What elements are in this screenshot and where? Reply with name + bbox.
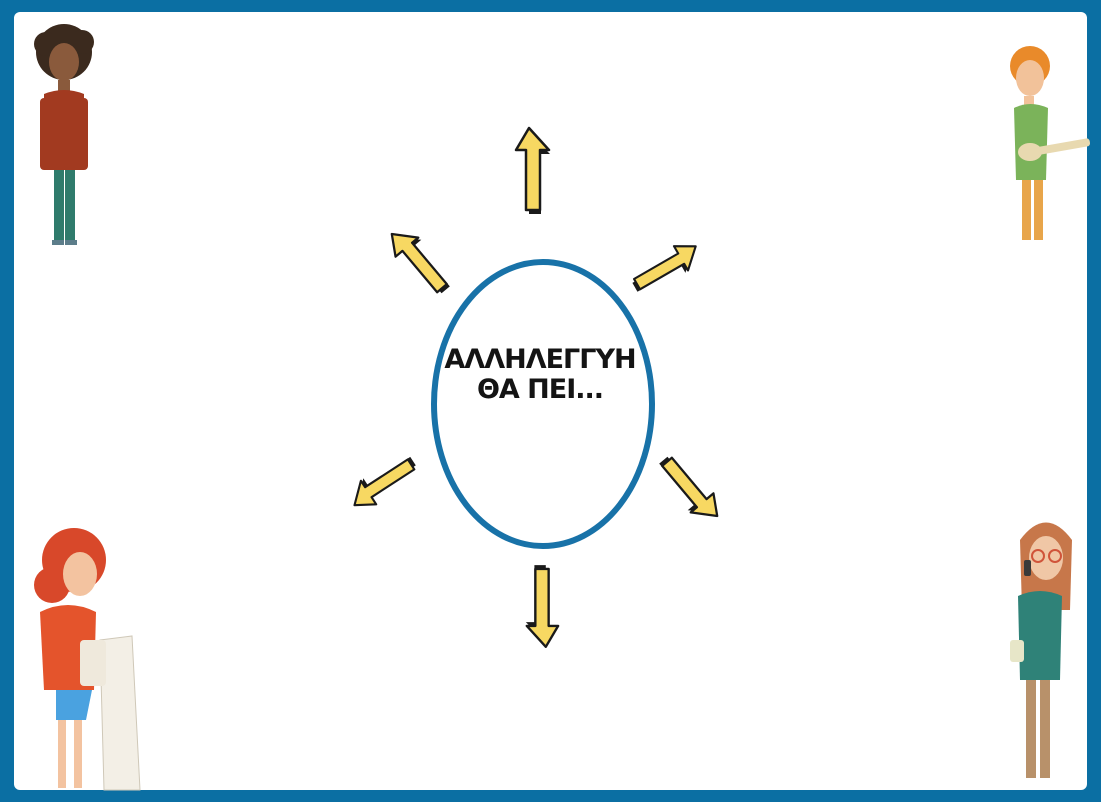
character-man-top-left xyxy=(34,24,94,245)
arrow-up xyxy=(514,126,552,216)
arrow-down-left xyxy=(343,449,423,516)
center-circle xyxy=(431,259,655,549)
character-woman-receipt-bottom-left xyxy=(34,528,141,791)
arrow-down xyxy=(524,563,560,648)
center-label-line2: ΘΑ ΠΕΙ... xyxy=(476,374,604,405)
character-woman-phone-bottom-right xyxy=(1010,522,1072,778)
arrow-up-right xyxy=(625,235,706,300)
character-boy-guitar-top-right xyxy=(1010,46,1091,240)
arrow-up-left xyxy=(381,220,458,302)
center-label: ΑΛΛΗΛΕΓΓΥΗ ΘΑ ΠΕΙ... xyxy=(425,345,655,405)
arrow-down-right xyxy=(651,448,728,530)
center-label-line1: ΑΛΛΗΛΕΓΓΥΗ xyxy=(444,344,636,375)
